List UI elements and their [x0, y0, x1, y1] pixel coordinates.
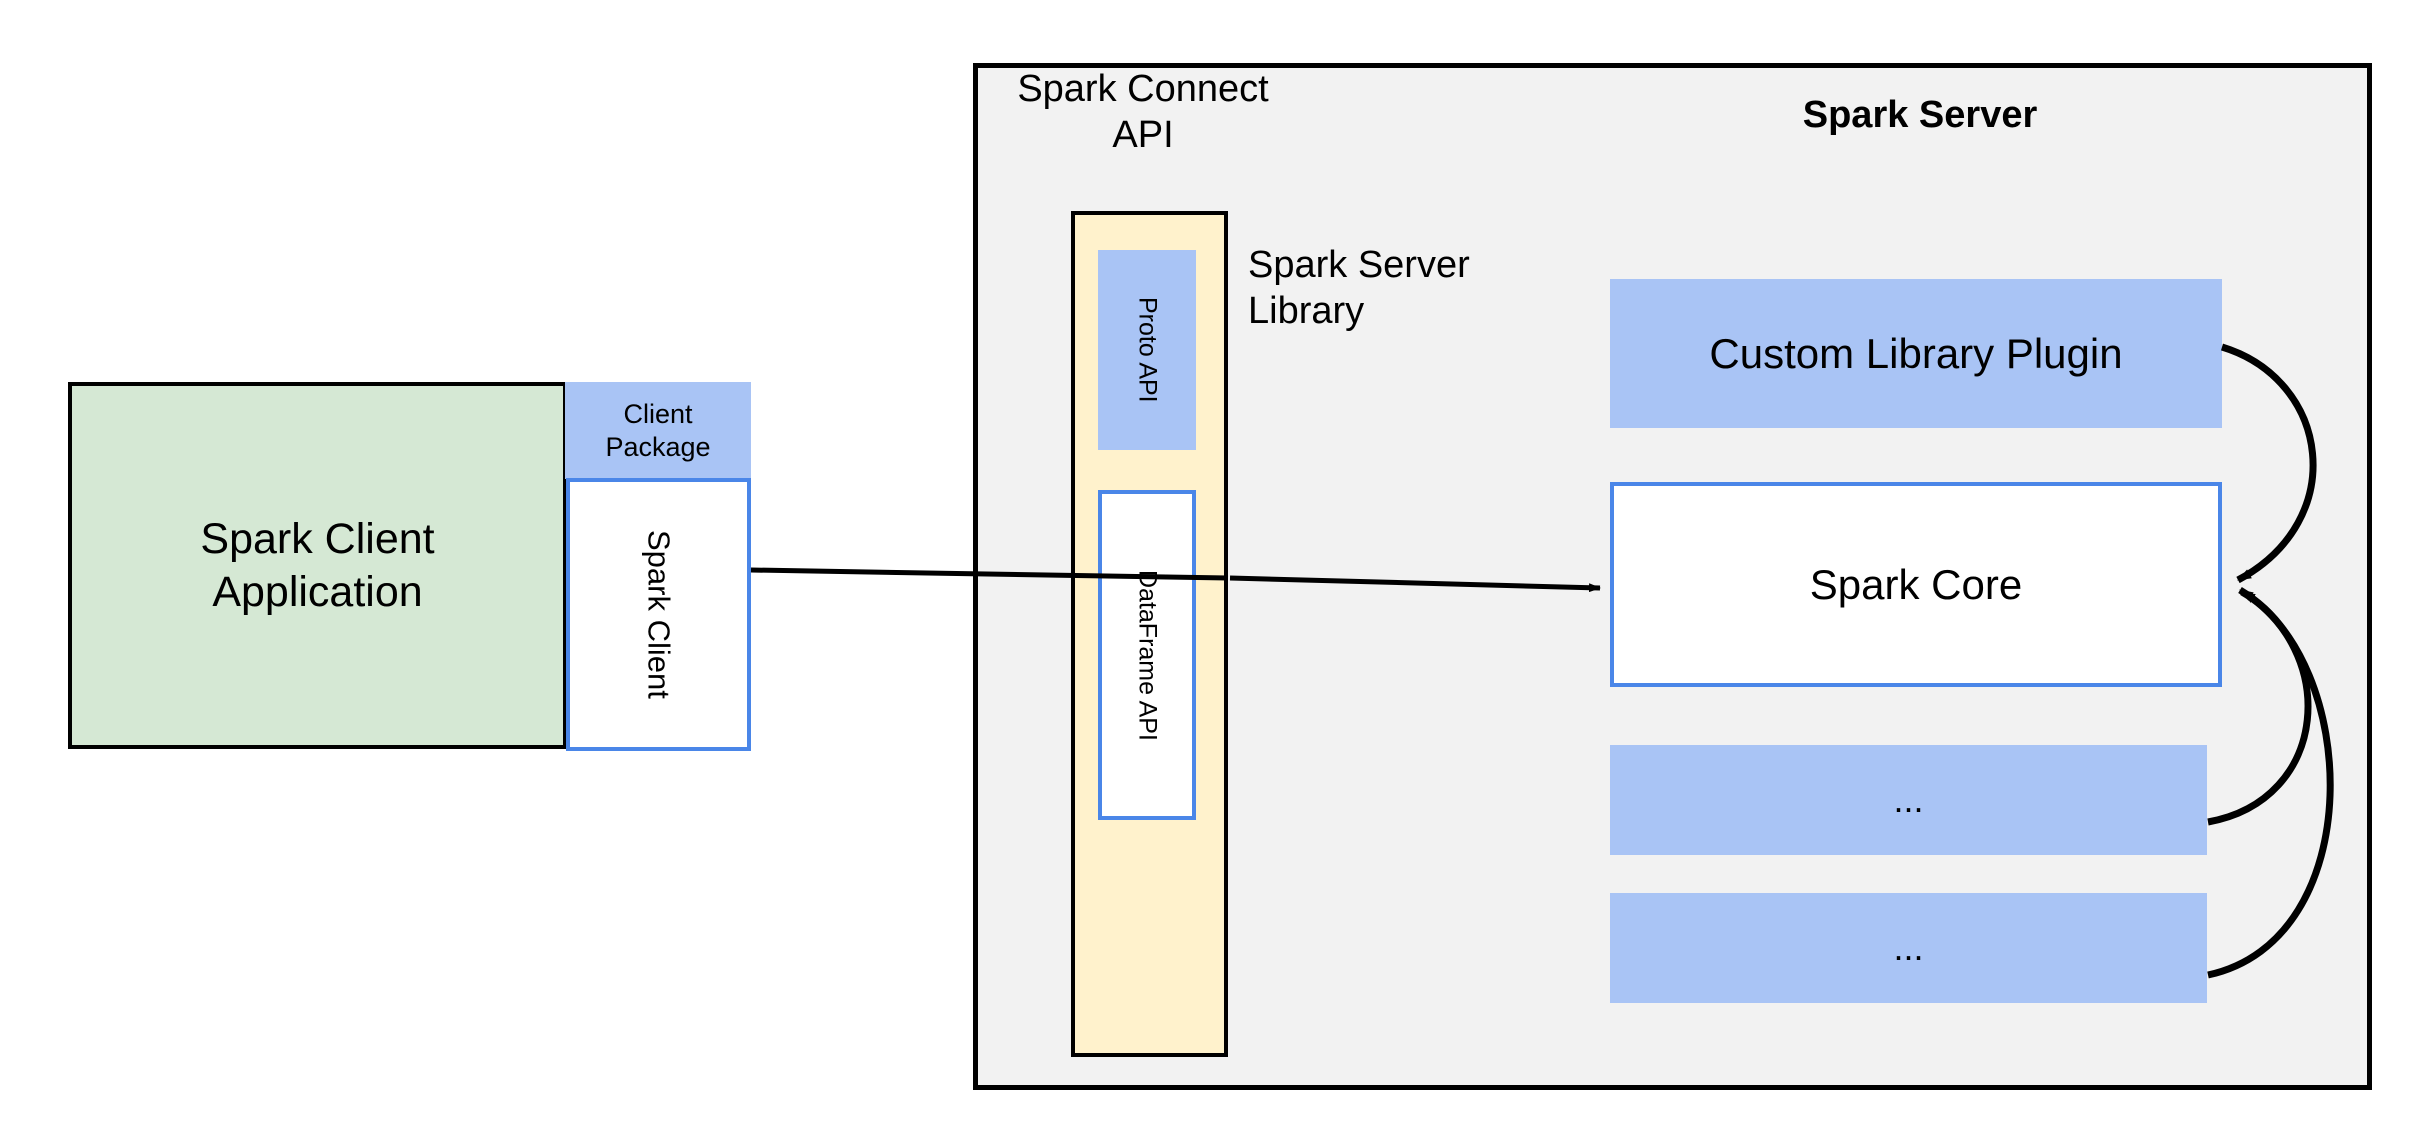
spark-client-application-box[interactable]: Spark Client Application	[68, 382, 567, 749]
additional-component-box-1[interactable]: ...	[1610, 745, 2207, 855]
additional-component-label-1: ...	[1893, 779, 1924, 821]
additional-component-box-2[interactable]: ...	[1610, 893, 2207, 1003]
spark-connect-api-label: Spark Connect API	[1013, 66, 1273, 156]
proto-api-box[interactable]: Proto API	[1098, 250, 1196, 450]
spark-connect-api-label-line2: API	[1112, 114, 1174, 157]
dataframe-api-box[interactable]: DataFrame API	[1098, 490, 1196, 820]
spark-server-library-label-line2: Library	[1248, 290, 1365, 333]
spark-server-title: Spark Server	[1802, 93, 2038, 136]
spark-client-application-label: Spark Client Application	[200, 515, 435, 616]
spark-server-library-label: Spark Server Library	[1248, 242, 1548, 342]
spark-connect-api-label-line1: Spark Connect	[1017, 68, 1269, 110]
spark-client-label: Spark Client	[641, 530, 677, 699]
spark-core-box[interactable]: Spark Core	[1610, 482, 2222, 687]
client-package-label: Client Package	[605, 398, 711, 462]
spark-core-label: Spark Core	[1809, 560, 2023, 608]
custom-library-plugin-label: Custom Library Plugin	[1709, 329, 2123, 377]
proto-api-label: Proto API	[1133, 297, 1162, 403]
spark-client-box[interactable]: Spark Client	[566, 478, 751, 751]
client-package-box[interactable]: Client Package	[565, 382, 751, 479]
custom-library-plugin-box[interactable]: Custom Library Plugin	[1610, 279, 2222, 428]
additional-component-label-2: ...	[1893, 927, 1924, 969]
dataframe-api-label: DataFrame API	[1133, 569, 1162, 741]
spark-server-library-label-line1: Spark Server	[1248, 244, 1470, 286]
